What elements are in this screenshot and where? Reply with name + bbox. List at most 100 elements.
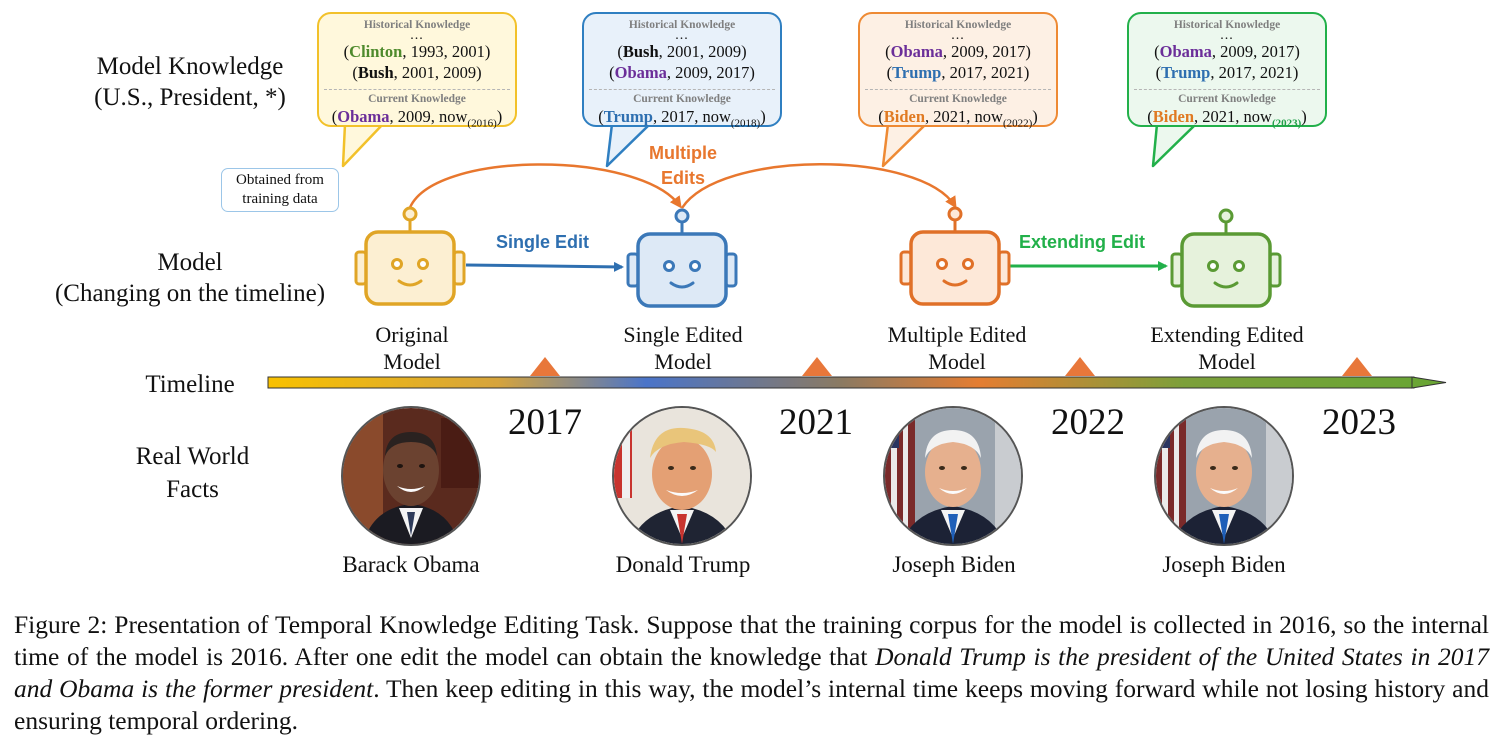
president-name: Trump — [1161, 63, 1211, 82]
timeline-bar — [267, 376, 1447, 389]
model-name-line2: Model — [383, 349, 441, 374]
historical-knowledge-header: Historical Knowledge — [628, 19, 736, 31]
row-label-model-line2: (Changing on the timeline) — [54, 280, 326, 307]
term-years: , 2017, 2021) — [1210, 63, 1299, 82]
multiple-edit-arc-2 — [680, 163, 957, 209]
paren: ( — [609, 63, 615, 82]
paren: ) — [496, 107, 503, 126]
training-note-line1: Obtained from — [236, 172, 324, 188]
internal-time: (2023) — [1271, 117, 1302, 130]
caption-part1: Figure 2: Presentation of Temporal Knowl… — [14, 610, 1489, 671]
row-label-facts-line2: Facts — [166, 476, 219, 503]
historical-fact: (Obama, 2009, 2017) — [860, 41, 1056, 62]
president-name: Clinton — [349, 42, 403, 61]
person-name: Donald Trump — [615, 552, 751, 577]
timeline-marker — [802, 357, 832, 376]
paren: ( — [598, 107, 604, 126]
row-label-model: Model (Changing on the timeline) — [40, 247, 340, 309]
paren: ( — [878, 107, 884, 126]
current-knowledge-header: Current Knowledge — [909, 93, 1007, 105]
year-label: 2021 — [779, 402, 853, 443]
term-years: , 2009, 2017) — [942, 42, 1031, 61]
current-knowledge-header: Current Knowledge — [633, 93, 731, 105]
diagram-graphics — [267, 122, 1447, 389]
divider — [1134, 89, 1320, 90]
term-years: , 2001, 2009) — [658, 42, 747, 61]
historical-fact: (Bush, 2001, 2009) — [584, 41, 780, 62]
president-name: Obama — [614, 63, 667, 82]
ellipsis: ... — [410, 28, 424, 43]
president-name: Trump — [892, 63, 942, 82]
president-name: Trump — [603, 107, 653, 126]
term-years: , 2001, 2009) — [393, 63, 482, 82]
figure: Model Knowledge (U.S., President, *) Mod… — [40, 12, 1447, 577]
caption-part2: . Then keep editing in this way, the mod… — [14, 674, 1489, 735]
timeline-markers — [530, 357, 1372, 376]
paren: ( — [1155, 63, 1162, 82]
model-name-line2: Model — [928, 349, 986, 374]
current-fact: (Biden, 2021, now(2023)) — [1129, 106, 1325, 134]
historical-knowledge-header: Historical Knowledge — [363, 19, 471, 31]
paren: ) — [1301, 107, 1307, 126]
portrait-obama — [341, 406, 481, 546]
paren: ( — [886, 63, 893, 82]
year-label: 2023 — [1322, 402, 1396, 443]
model-name-original: Original Model — [312, 321, 512, 375]
paren: ( — [343, 42, 350, 61]
model-name-line2: Model — [654, 349, 712, 374]
timeline-marker — [1065, 357, 1095, 376]
president-name: Bush — [357, 63, 394, 82]
multiple-edits-label: Multiple Edits — [633, 141, 733, 191]
row-label-facts-line1: Real World — [135, 443, 250, 470]
president-name: Bush — [622, 42, 659, 61]
multiple-edit-arc-1 — [407, 163, 682, 211]
row-label-model-line1: Model — [157, 249, 223, 276]
model-name-line1: Extending Edited — [1150, 322, 1304, 347]
historical-knowledge-header: Historical Knowledge — [1173, 19, 1281, 31]
term-years: , 1993, 2001) — [402, 42, 491, 61]
internal-time: (2016) — [467, 117, 497, 130]
historical-fact: (Clinton, 1993, 2001) — [319, 41, 515, 62]
paren: ( — [1147, 107, 1153, 126]
current-knowledge-header: Current Knowledge — [1178, 93, 1276, 105]
internal-time: (2022) — [1002, 117, 1033, 130]
president-name: Obama — [1159, 42, 1212, 61]
paren: ) — [760, 107, 766, 126]
year-label: 2022 — [1051, 402, 1125, 443]
person-name: Joseph Biden — [1162, 552, 1286, 577]
current-fact: (Biden, 2021, now(2022)) — [860, 106, 1056, 134]
row-label-timeline: Timeline — [145, 371, 235, 398]
paren: ( — [1154, 42, 1160, 61]
robot-icon — [899, 206, 1011, 306]
historical-fact: (Trump, 2017, 2021) — [1129, 62, 1325, 83]
knowledge-bubble: Historical Knowledge...(Bush, 2001, 2009… — [582, 12, 782, 129]
model-name-multiple-edited: Multiple Edited Model — [857, 321, 1057, 375]
paren: ( — [331, 107, 338, 126]
president-name: Biden — [883, 107, 926, 126]
timeline-marker — [1342, 357, 1372, 376]
row-label-knowledge-line2: (U.S., President, *) — [94, 84, 286, 111]
historical-fact: (Obama, 2009, 2017) — [584, 62, 780, 83]
term-years: , 2021, now — [925, 107, 1003, 126]
model-name-extending-edited: Extending Edited Model — [1127, 321, 1327, 375]
model-name-single-edited: Single Edited Model — [583, 321, 783, 375]
model-name-line1: Single Edited — [623, 322, 743, 347]
paren: ) — [1032, 107, 1038, 126]
single-edit-label: Single Edit — [496, 232, 590, 252]
model-name-line1: Original — [375, 322, 449, 347]
row-label-model-knowledge: Model Knowledge (U.S., President, *) — [60, 51, 320, 113]
internal-time: (2018) — [730, 117, 761, 130]
term-years: , 2009, now — [389, 107, 468, 126]
ellipsis: ... — [675, 28, 689, 43]
paren: ( — [617, 42, 623, 61]
current-fact: (Trump, 2017, now(2018)) — [584, 106, 780, 134]
president-name: Obama — [337, 107, 390, 126]
model-name-line1: Multiple Edited — [887, 322, 1027, 347]
current-knowledge-header: Current Knowledge — [368, 93, 466, 105]
ellipsis: ... — [1220, 28, 1234, 43]
term-years: , 2009, 2017) — [1211, 42, 1300, 61]
training-note-line2: training data — [242, 191, 318, 207]
figure-caption: Figure 2: Presentation of Temporal Knowl… — [14, 609, 1489, 737]
person-name: Joseph Biden — [892, 552, 1016, 577]
term-years: , 2017, 2021) — [941, 63, 1030, 82]
